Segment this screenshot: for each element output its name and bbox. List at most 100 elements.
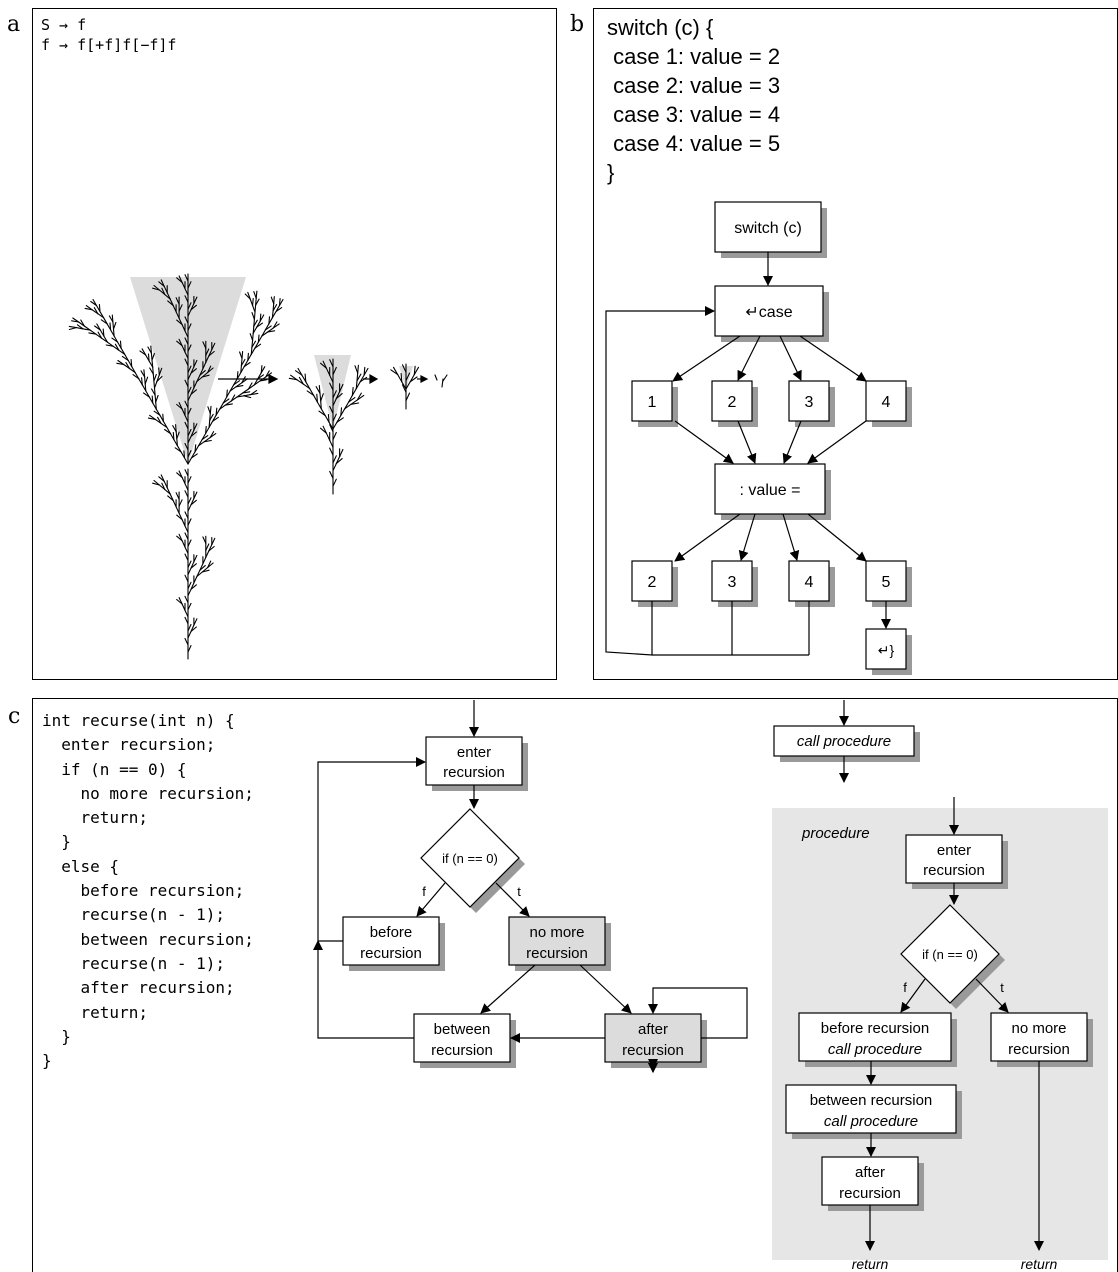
procedure-title: procedure	[801, 825, 870, 842]
panel-b-label: b	[570, 12, 585, 37]
node-value	[714, 463, 826, 515]
l-system-tree-figure	[68, 273, 448, 660]
panel-c-label: c	[8, 704, 21, 729]
node-value-2-label: 2	[648, 574, 657, 591]
node-case-2-label: 2	[728, 394, 737, 411]
node-case-2	[711, 380, 753, 422]
node-case	[714, 285, 824, 337]
code-line: if (n == 0) {	[42, 759, 187, 779]
code-line: else {	[42, 856, 120, 876]
node-p-between	[785, 1084, 957, 1134]
panel-a-label: a	[7, 12, 21, 37]
node-p-decision-label: if (n == 0)	[922, 947, 978, 962]
node-enter	[425, 736, 523, 786]
node-p-decision	[900, 904, 1000, 1004]
node-between	[413, 1013, 511, 1063]
node-value-2	[631, 560, 673, 602]
node-switch-label: switch (c)	[734, 220, 802, 237]
node-value-4-label: 4	[805, 574, 814, 591]
node-p-nomore-l2: recursion	[1008, 1041, 1070, 1058]
node-end-label: ↵}	[878, 642, 895, 658]
node-p-between-l1: between recursion	[810, 1092, 933, 1109]
node-p-before	[798, 1012, 952, 1062]
node-value-label: : value =	[740, 482, 801, 499]
code-line: return;	[42, 808, 148, 828]
code-line: }	[42, 1026, 71, 1046]
node-p-nomore	[990, 1012, 1088, 1062]
edge-f-label: f	[422, 884, 426, 899]
node-p-before-l2: call procedure	[828, 1041, 922, 1058]
node-case-4	[865, 380, 907, 422]
switch-flowchart: switch (c) ↵case 1 2 3 4 : value = 2 3 4…	[605, 201, 912, 675]
grammar: S → f f → f[+f]f[−f]f	[41, 15, 176, 55]
node-p-after-l2: recursion	[839, 1185, 901, 1202]
node-after-l2: recursion	[622, 1042, 684, 1059]
node-nomore	[508, 916, 606, 966]
node-end	[865, 628, 907, 670]
node-p-enter	[905, 834, 1003, 884]
node-value-3-label: 3	[728, 574, 737, 591]
procedure-flowchart: call procedure procedure enter recursion…	[772, 700, 1108, 1272]
code-line: switch (c) {	[607, 15, 714, 40]
edge-t-label: t	[517, 884, 521, 899]
node-case-4-label: 4	[882, 394, 891, 411]
node-between-l1: between	[434, 1021, 491, 1038]
code-line: case 4: value = 5	[607, 131, 781, 156]
node-before-l2: recursion	[360, 945, 422, 962]
code-line: no more recursion;	[42, 783, 254, 803]
node-switch	[714, 201, 822, 253]
code-line: case 1: value = 2	[607, 44, 781, 69]
code-line: }	[607, 160, 615, 185]
node-enter-l1: enter	[457, 744, 491, 761]
node-p-between-l2: call procedure	[824, 1113, 918, 1130]
code-line: before recursion;	[42, 881, 245, 901]
node-value-4	[788, 560, 830, 602]
node-case-1	[631, 380, 673, 422]
node-after-l1: after	[638, 1021, 668, 1038]
node-value-3	[711, 560, 753, 602]
edge-p-f-label: f	[903, 980, 907, 995]
code-line: return;	[42, 1002, 148, 1022]
code-line: after recursion;	[42, 978, 235, 998]
node-p-before-l1: before recursion	[821, 1020, 929, 1037]
node-case-3-label: 3	[805, 394, 814, 411]
switch-code: switch (c) { case 1: value = 2 case 2: v…	[594, 13, 780, 187]
grammar-rule-start: S → f	[41, 16, 87, 34]
node-before	[342, 916, 440, 966]
node-case-label: ↵case	[745, 304, 792, 321]
grammar-rule-f: f → f[+f]f[−f]f	[41, 36, 177, 54]
node-before-l1: before	[370, 924, 413, 941]
call-procedure-label: call procedure	[797, 733, 891, 750]
node-value-5	[865, 560, 907, 602]
code-line: int recurse(int n) {	[42, 711, 235, 730]
recursion-flowchart: enter recursion if (n == 0) f t before r…	[313, 700, 748, 1073]
node-between-l2: recursion	[431, 1042, 493, 1059]
node-nomore-l1: no more	[529, 924, 584, 941]
return-label-2: return	[1021, 1256, 1058, 1272]
code-line: case 2: value = 3	[607, 73, 781, 98]
node-p-enter-l1: enter	[937, 842, 971, 859]
panel-a: S → f f → f[+f]f[−f]f	[32, 8, 557, 680]
node-p-nomore-l1: no more	[1011, 1020, 1066, 1037]
code-line: recurse(n - 1);	[42, 905, 226, 925]
node-value-5-label: 5	[882, 574, 891, 591]
code-line: between recursion;	[42, 929, 254, 949]
node-enter-l2: recursion	[443, 764, 505, 781]
code-line: }	[42, 832, 71, 852]
code-line: recurse(n - 1);	[42, 953, 226, 973]
return-label-1: return	[852, 1256, 889, 1272]
node-case-1-label: 1	[648, 394, 657, 411]
code-line: }	[42, 1051, 52, 1071]
node-decision-label: if (n == 0)	[442, 851, 498, 866]
code-line: case 3: value = 4	[607, 102, 781, 127]
node-nomore-l2: recursion	[526, 945, 588, 962]
node-p-after-l1: after	[855, 1164, 885, 1181]
panel-b: switch (c) { case 1: value = 2 case 2: v…	[593, 8, 1118, 680]
code-line: enter recursion;	[42, 735, 216, 755]
edge-p-t-label: t	[1000, 980, 1004, 995]
node-case-3	[788, 380, 830, 422]
node-p-enter-l2: recursion	[923, 862, 985, 879]
node-decision	[420, 808, 520, 908]
recurse-code: int recurse(int n) { enter recursion; if…	[42, 709, 254, 1073]
